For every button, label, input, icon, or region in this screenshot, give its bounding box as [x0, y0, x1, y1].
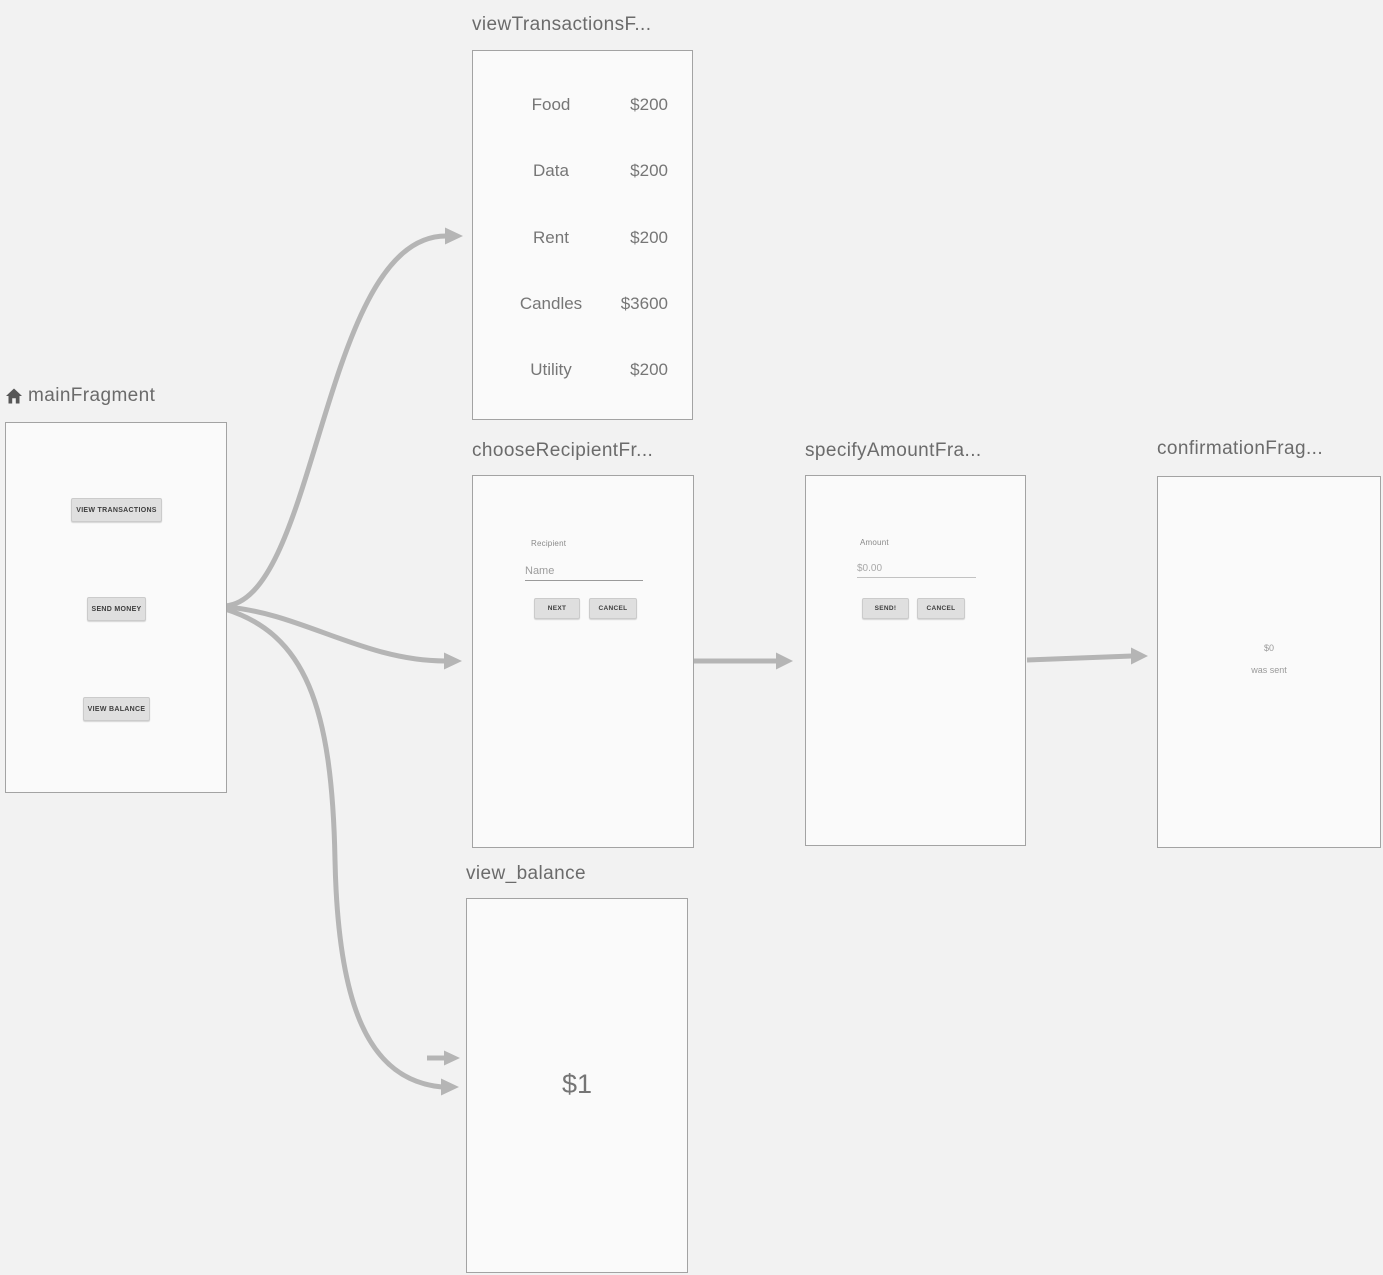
transaction-label: Candles: [519, 294, 583, 313]
confirmation-amount-text: $0: [1263, 643, 1274, 653]
transaction-amount: $3600: [620, 294, 668, 313]
input-underline: [525, 580, 643, 581]
edge-main-to-view-balance[interactable]: [224, 606, 459, 1096]
transaction-row: Rent $200: [473, 226, 692, 250]
amount-field-label: Amount: [860, 538, 889, 547]
send-money-button[interactable]: SEND MONEY: [87, 597, 146, 621]
fragment-title: mainFragment: [28, 385, 156, 406]
arrowhead: [1131, 647, 1148, 665]
arrowhead: [444, 652, 462, 670]
arrowhead: [441, 1078, 459, 1096]
fragment-header-specifyAmountFragment[interactable]: specifyAmountFra...: [805, 440, 982, 462]
input-underline: [857, 577, 976, 578]
fragment-preview-confirmationFragment[interactable]: $0 was sent: [1157, 476, 1381, 848]
recipient-name-input[interactable]: Name: [525, 565, 555, 577]
fragment-title: viewTransactionsF...: [472, 14, 652, 35]
fragment-title: chooseRecipientFr...: [472, 440, 654, 461]
transaction-row: Data $200: [473, 159, 692, 183]
fragment-preview-chooseRecipientFragment[interactable]: Recipient Name NEXT CANCEL: [472, 475, 694, 848]
send-button[interactable]: SEND!: [862, 598, 909, 619]
fragment-preview-view_balance[interactable]: $1: [466, 898, 688, 1273]
transaction-row: Candles $3600: [473, 292, 692, 316]
transaction-label: Utility: [530, 360, 572, 379]
confirmation-message-text: was sent: [1251, 665, 1287, 675]
fragment-header-viewTransactionsFragment[interactable]: viewTransactionsF...: [472, 14, 651, 36]
edge-main-to-view-transactions[interactable]: [224, 227, 463, 609]
transaction-row: Food $200: [473, 93, 692, 117]
amount-input[interactable]: $0.00: [857, 563, 883, 574]
fragment-title: confirmationFrag...: [1157, 438, 1323, 459]
transaction-amount: $200: [630, 95, 668, 114]
edge-stub-to-view-balance[interactable]: [427, 1050, 460, 1066]
fragment-preview-specifyAmountFragment[interactable]: Amount $0.00 SEND! CANCEL: [805, 475, 1026, 846]
balance-text: $1: [561, 1069, 593, 1099]
edge-specify-amount-to-confirmation[interactable]: [1026, 647, 1148, 665]
fragment-preview-mainFragment[interactable]: VIEW TRANSACTIONS SEND MONEY VIEW BALANC…: [5, 422, 227, 793]
fragment-header-view_balance[interactable]: view_balance: [466, 863, 586, 885]
transaction-label: Food: [531, 95, 571, 114]
fragment-preview-viewTransactionsFragment[interactable]: Food $200 Data $200 Rent $200 Candles $3…: [472, 50, 693, 420]
edge-main-to-choose-recipient[interactable]: [224, 604, 462, 670]
arrowhead: [444, 1050, 460, 1066]
arrowhead: [445, 227, 463, 245]
transaction-amount: $200: [630, 161, 668, 180]
fragment-header-chooseRecipientFragment[interactable]: chooseRecipientFr...: [472, 440, 653, 462]
recipient-field-label: Recipient: [531, 539, 567, 548]
transaction-label: Rent: [533, 228, 569, 247]
fragment-header-confirmationFragment[interactable]: confirmationFrag...: [1157, 438, 1323, 460]
fragment-title: view_balance: [466, 863, 586, 884]
edge-choose-recipient-to-specify-amount[interactable]: [694, 652, 793, 670]
transaction-label: Data: [533, 161, 569, 180]
fragment-title: specifyAmountFra...: [805, 440, 982, 461]
view-balance-button[interactable]: VIEW BALANCE: [83, 697, 150, 721]
fragment-header-mainFragment[interactable]: mainFragment: [5, 385, 155, 407]
transaction-amount: $200: [630, 360, 668, 379]
cancel-button[interactable]: CANCEL: [589, 598, 637, 619]
arrowhead: [776, 652, 793, 670]
transaction-row: Utility $200: [473, 358, 692, 382]
next-button[interactable]: NEXT: [534, 598, 580, 619]
home-icon: [6, 388, 22, 404]
view-transactions-button[interactable]: VIEW TRANSACTIONS: [71, 498, 162, 522]
transaction-amount: $200: [630, 228, 668, 247]
cancel-button[interactable]: CANCEL: [917, 598, 965, 619]
